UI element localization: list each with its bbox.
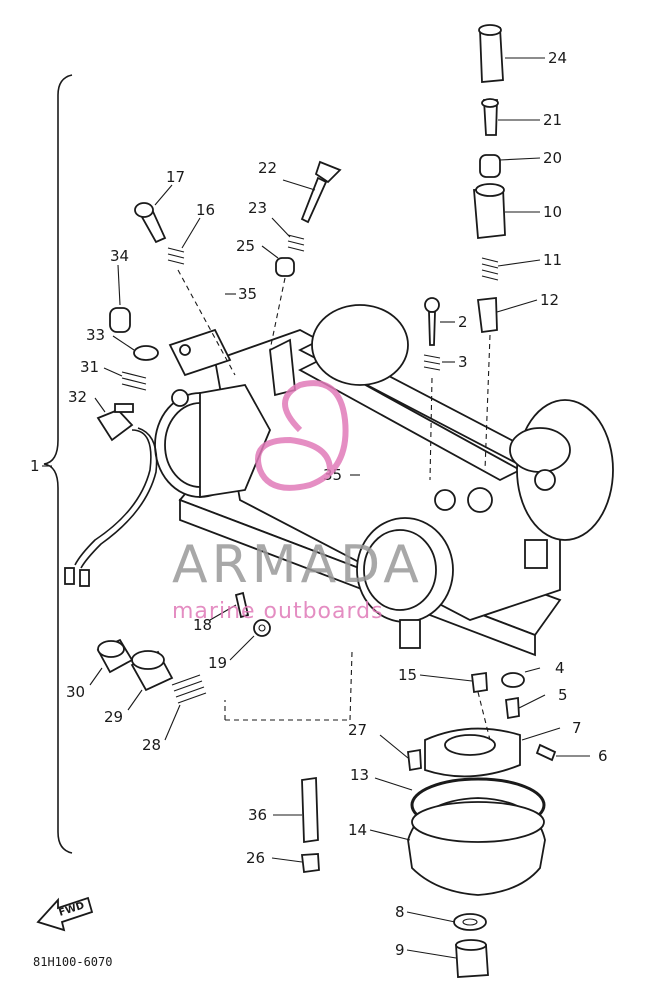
callout-14: 14: [348, 821, 367, 839]
callout-34: 34: [110, 247, 129, 265]
callout-19: 19: [208, 654, 227, 672]
drawing-number: 81H100-6070: [33, 955, 112, 969]
callout-7: 7: [572, 719, 582, 737]
armada-watermark: ARMADA marine outboards: [172, 380, 423, 624]
callout-28: 28: [142, 736, 161, 754]
callout-24: 24: [548, 49, 567, 67]
fwd-arrow: FWD: [36, 896, 94, 932]
pilot-screw-2: [423, 297, 441, 481]
callout-16: 16: [196, 201, 215, 219]
fuel-hose-32: [64, 403, 158, 587]
callout-21: 21: [543, 111, 562, 129]
callout-32: 32: [68, 388, 87, 406]
leader-lines: [42, 57, 590, 959]
callout-13: 13: [350, 766, 369, 784]
callout-1: 1: [30, 457, 40, 475]
callout-6: 6: [598, 747, 608, 765]
callout-22: 22: [258, 159, 277, 177]
callout-labels: 24 21 20 10 11 12 2 3 17 16 22 23 25 35 …: [30, 49, 608, 959]
callout-18: 18: [193, 616, 212, 634]
callout-11: 11: [543, 251, 562, 269]
callout-31: 31: [80, 358, 99, 376]
callout-3: 3: [458, 353, 468, 371]
lower-left-parts: [96, 638, 207, 704]
callout-2: 2: [458, 313, 468, 331]
callout-10: 10: [543, 203, 562, 221]
watermark-tagline: marine outboards: [172, 599, 384, 624]
callout-33: 33: [86, 326, 105, 344]
callout-20: 20: [543, 149, 562, 167]
callout-30: 30: [66, 683, 85, 701]
callout-12: 12: [540, 291, 559, 309]
callout-17: 17: [166, 168, 185, 186]
callout-23: 23: [248, 199, 267, 217]
callout-35a: 35: [238, 285, 257, 303]
left-side-parts: [109, 307, 159, 391]
callout-27: 27: [348, 721, 367, 739]
stud-36-screw-26: [300, 776, 320, 874]
pin-18-washer-19: [234, 591, 271, 637]
callout-15: 15: [398, 666, 417, 684]
carburetor-body: [154, 304, 614, 657]
callout-8: 8: [395, 903, 405, 921]
callout-26: 26: [246, 849, 265, 867]
callout-4: 4: [555, 659, 565, 677]
idle-adjust-parts: [134, 160, 342, 376]
watermark-emblem: [255, 380, 349, 491]
callout-29: 29: [104, 708, 123, 726]
callout-35b: 35: [323, 466, 342, 484]
callout-5: 5: [558, 686, 568, 704]
assembly-bracket: [43, 74, 73, 854]
callout-25: 25: [236, 237, 255, 255]
callout-9: 9: [395, 941, 405, 959]
starter-plunger-stack: [473, 24, 506, 471]
watermark-brand: ARMADA: [172, 535, 423, 595]
float-bowl-group: [407, 671, 557, 978]
callout-36: 36: [248, 806, 267, 824]
